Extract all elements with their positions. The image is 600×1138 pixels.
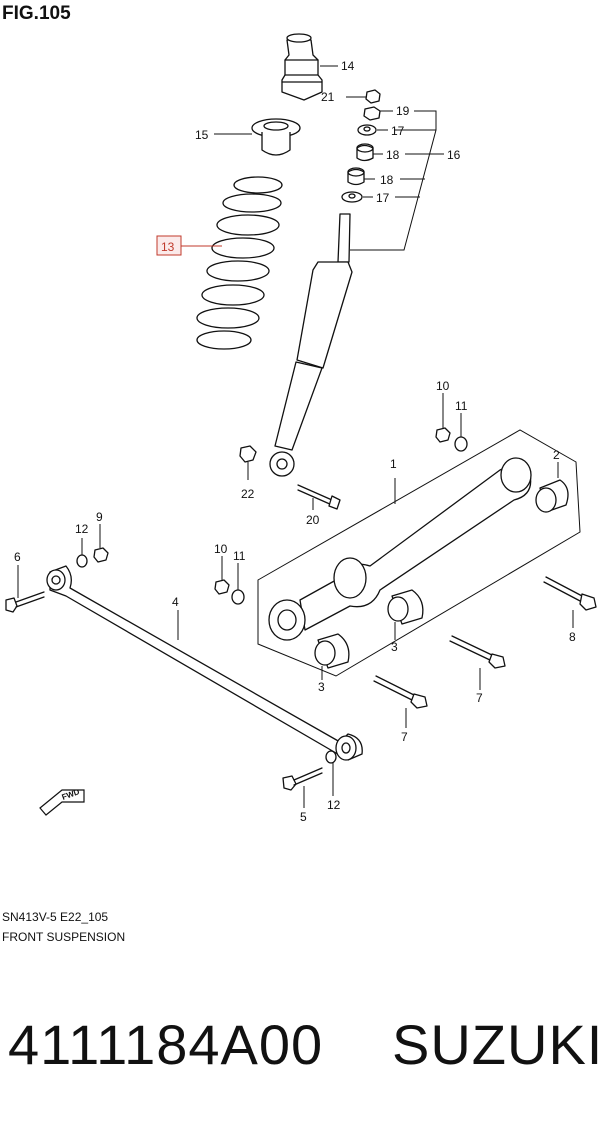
bushing-right-part <box>387 589 424 625</box>
callout-11a: 11 <box>455 399 468 413</box>
washer-12-lower-part <box>325 750 337 764</box>
callout-6: 6 <box>14 550 21 564</box>
washer-lower-right-part <box>231 589 245 605</box>
washer-part <box>357 124 377 136</box>
callout-3a: 3 <box>391 640 398 654</box>
callout-14: 14 <box>341 59 355 73</box>
coil-spring-part <box>196 176 283 350</box>
callout-13-highlighted: 13 <box>161 240 175 254</box>
bolt-5-part <box>282 767 323 791</box>
callout-15: 15 <box>195 128 209 142</box>
washer-12-part <box>76 554 88 568</box>
trailing-arm-part <box>46 565 363 761</box>
shock-absorber-part <box>269 213 353 477</box>
callout-1: 1 <box>390 457 397 471</box>
callout-22: 22 <box>241 487 255 501</box>
callout-10b: 10 <box>214 542 228 556</box>
shock-bolt-part <box>297 484 341 510</box>
callout-9: 9 <box>96 510 103 524</box>
callout-21: 21 <box>321 90 335 104</box>
bolt-7-lower-part <box>373 675 428 709</box>
callout-3b: 3 <box>318 680 325 694</box>
nut-part <box>365 89 381 104</box>
brand-name: SUZUKI <box>392 1013 600 1076</box>
washer-upper-part <box>454 436 468 452</box>
callout-19: 19 <box>396 104 410 118</box>
mount-bushing-part <box>356 143 374 162</box>
part-number: 4111184A00 <box>8 1013 324 1076</box>
callout-20: 20 <box>306 513 320 527</box>
bolt-8-part <box>543 576 597 611</box>
callout-5: 5 <box>300 810 307 824</box>
figure-title: FIG.105 <box>2 3 71 24</box>
diagram-code: SN413V-5 E22_105 <box>2 910 109 924</box>
callout-18a: 18 <box>386 148 400 162</box>
forward-direction-icon: FWD <box>39 787 85 816</box>
callout-12b: 12 <box>327 798 341 812</box>
callout-12a: 12 <box>75 522 89 536</box>
bushing-left-part <box>314 633 350 669</box>
spring-seat-part <box>251 118 301 156</box>
bolt-6-part <box>5 591 45 613</box>
exploded-parts-diagram: FWD 14 21 19 15 17 18 16 18 17 13 10 11 … <box>5 33 597 824</box>
lateral-rod-part <box>268 457 532 641</box>
callout-7b: 7 <box>401 730 408 744</box>
flange-nut-part <box>239 445 257 463</box>
diagram-name: FRONT SUSPENSION <box>2 930 126 944</box>
callout-16: 16 <box>447 148 461 162</box>
callout-11b: 11 <box>233 549 246 563</box>
mount-bushing-lower-part <box>347 167 365 186</box>
washer-lower-part <box>341 191 363 203</box>
callout-18b: 18 <box>380 173 394 187</box>
bump-stopper-part <box>281 33 323 101</box>
callout-2: 2 <box>553 448 560 462</box>
bolt-7-upper-part <box>449 635 506 669</box>
callout-10a: 10 <box>436 379 450 393</box>
nut-lower-part <box>214 579 230 595</box>
nut-9-part <box>93 547 109 563</box>
callout-7a: 7 <box>476 691 483 705</box>
nut-upper-part <box>435 427 451 443</box>
callout-17a: 17 <box>391 124 405 138</box>
lock-nut-part <box>363 106 381 121</box>
callout-8: 8 <box>569 630 576 644</box>
callout-4: 4 <box>172 595 179 609</box>
rod-bushing-part <box>535 479 569 513</box>
callout-17b: 17 <box>376 191 390 205</box>
